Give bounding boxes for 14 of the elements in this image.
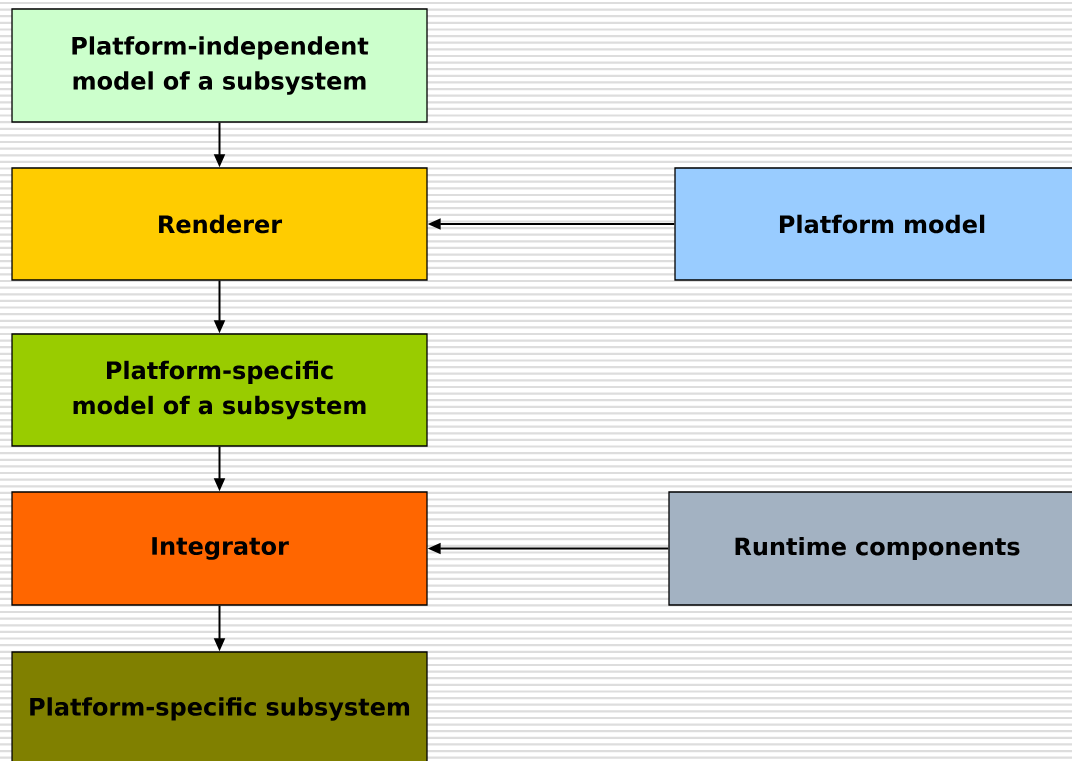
box-label: Platform-independent model of a subsystem <box>72 36 369 95</box>
box-label: Renderer <box>159 214 283 234</box>
process-box <box>11 491 428 606</box>
process-box <box>11 167 428 281</box>
process-box <box>11 333 428 447</box>
process-box <box>674 167 1072 281</box>
box-label: Platform model <box>780 214 985 234</box>
box-label: Integrator <box>152 537 289 560</box>
box-label: Platform-specific subsystem <box>30 697 410 721</box>
box-label: Platform-specific model of a subsystem <box>73 360 366 420</box>
box-label: Runtime components <box>735 536 1020 561</box>
process-box <box>11 651 428 761</box>
process-box <box>11 8 428 123</box>
process-box <box>668 491 1072 606</box>
